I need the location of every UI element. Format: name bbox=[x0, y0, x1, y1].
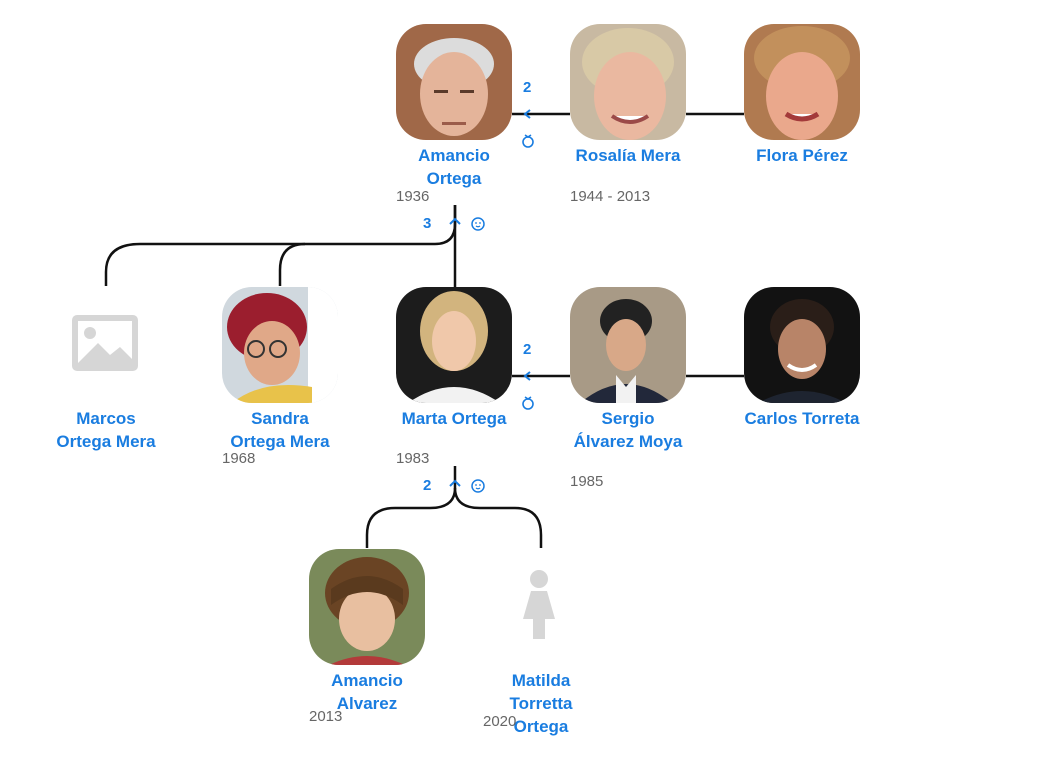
amancio-ortega-years: 1936 bbox=[396, 188, 430, 205]
carlos-torreta-photo[interactable] bbox=[744, 287, 860, 403]
amancio-alvarez-years: 2013 bbox=[309, 708, 343, 725]
marta-ortega-photo[interactable] bbox=[396, 287, 512, 403]
sandra-ortega-mera-name[interactable]: Sandra Ortega Mera bbox=[230, 409, 330, 451]
marta-ortega-name[interactable]: Marta Ortega bbox=[401, 409, 507, 428]
sandra-ortega-mera-photo[interactable] bbox=[222, 287, 338, 403]
sergio-alvarez-moya-name[interactable]: Sergio Álvarez Moya bbox=[573, 409, 683, 451]
person-flora-perez[interactable]: Flora Pérez bbox=[744, 24, 860, 167]
marta-ortega-years: 1983 bbox=[396, 450, 430, 467]
chevron-up-icon[interactable] bbox=[447, 477, 463, 489]
person-rosalia-mera[interactable]: Rosalía Mera bbox=[570, 24, 686, 167]
amancio-alvarez-photo[interactable] bbox=[309, 549, 425, 665]
person-amancio-ortega[interactable]: Amancio Ortega bbox=[396, 24, 512, 190]
rosalia-mera-name[interactable]: Rosalía Mera bbox=[575, 146, 681, 165]
person-sandra-ortega-mera[interactable]: Sandra Ortega Mera bbox=[222, 287, 338, 453]
amancio-ortega-name[interactable]: Amancio Ortega bbox=[418, 146, 490, 188]
person-marta-ortega[interactable]: Marta Ortega bbox=[396, 287, 512, 430]
chevron-left-icon[interactable] bbox=[521, 107, 535, 121]
sandra-ortega-mera-years: 1968 bbox=[222, 450, 256, 467]
children-count-badge[interactable]: 3 bbox=[423, 215, 432, 232]
chevron-up-icon[interactable] bbox=[447, 215, 463, 227]
child-line-marta-matilda bbox=[453, 487, 543, 548]
carlos-torreta-name[interactable]: Carlos Torreta bbox=[744, 409, 860, 428]
person-sergio-alvarez-moya[interactable]: Sergio Álvarez Moya bbox=[570, 287, 686, 453]
matilda-torretta-ortega-name[interactable]: Matilda Torretta Ortega bbox=[509, 671, 573, 736]
rosalia-mera-photo[interactable] bbox=[570, 24, 686, 140]
person-carlos-torreta[interactable]: Carlos Torreta bbox=[744, 287, 860, 430]
image-placeholder-icon[interactable] bbox=[48, 287, 164, 403]
baby-face-icon bbox=[471, 217, 485, 231]
ring-icon bbox=[522, 134, 534, 148]
child-line-marta-amancio-alvarez bbox=[365, 466, 457, 548]
person-matilda-torretta-ortega[interactable]: Matilda Torretta Ortega bbox=[483, 549, 599, 738]
flora-perez-photo[interactable] bbox=[744, 24, 860, 140]
amancio-alvarez-name[interactable]: Amancio Alvarez bbox=[331, 671, 403, 713]
amancio-ortega-photo[interactable] bbox=[396, 24, 512, 140]
marcos-ortega-mera-name[interactable]: Marcos Ortega Mera bbox=[56, 409, 156, 451]
chevron-left-icon[interactable] bbox=[521, 369, 535, 383]
flora-perez-name[interactable]: Flora Pérez bbox=[756, 146, 848, 165]
spouse-count-badge[interactable]: 2 bbox=[523, 79, 532, 96]
baby-face-icon bbox=[471, 479, 485, 493]
child-line-amancio-sandra bbox=[278, 242, 306, 286]
children-count-badge[interactable]: 2 bbox=[423, 477, 432, 494]
spouse-count-badge[interactable]: 2 bbox=[523, 341, 532, 358]
sergio-alvarez-moya-years: 1985 bbox=[570, 473, 604, 490]
female-silhouette-icon[interactable] bbox=[483, 549, 599, 665]
rosalia-mera-years: 1944 - 2013 bbox=[570, 188, 651, 205]
ring-icon bbox=[522, 396, 534, 410]
person-marcos-ortega-mera[interactable]: Marcos Ortega Mera bbox=[48, 287, 164, 453]
sergio-alvarez-moya-photo[interactable] bbox=[570, 287, 686, 403]
person-amancio-alvarez[interactable]: Amancio Alvarez bbox=[309, 549, 425, 715]
matilda-torretta-ortega-years: 2020 bbox=[483, 713, 517, 730]
